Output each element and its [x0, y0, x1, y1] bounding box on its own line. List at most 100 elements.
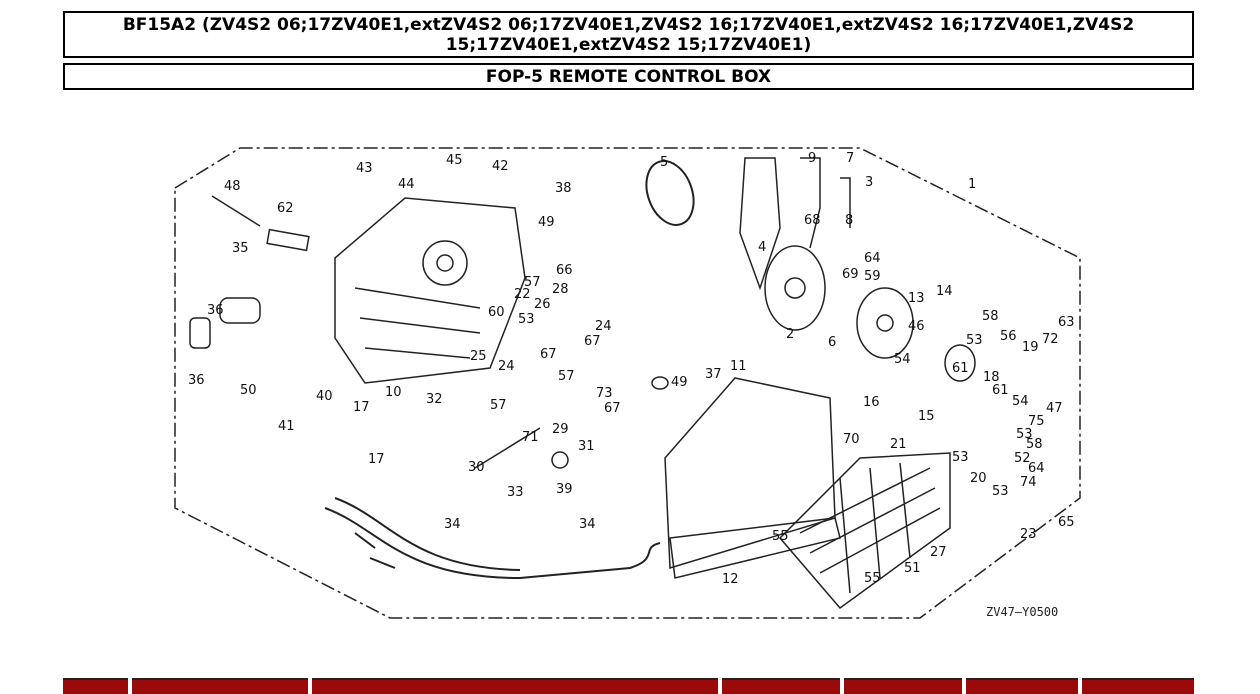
- callout: 57: [558, 369, 575, 384]
- callout: 63: [1058, 315, 1075, 330]
- callout: 14: [936, 284, 953, 299]
- callout: 34: [579, 517, 596, 532]
- callout: 4: [758, 240, 766, 255]
- callout: 9: [808, 151, 816, 166]
- callout: 23: [1020, 527, 1037, 542]
- callout: 62: [277, 201, 294, 216]
- callout: 49: [671, 375, 688, 390]
- callout: 37: [705, 367, 722, 382]
- callout: 1: [968, 177, 976, 192]
- callout: 28: [552, 282, 569, 297]
- callout: 39: [556, 482, 573, 497]
- callout: 25: [470, 349, 487, 364]
- callout: 49: [538, 215, 555, 230]
- table-header-cell: [1082, 678, 1194, 694]
- callout: 30: [468, 460, 485, 475]
- callout: 17: [368, 452, 385, 467]
- callout: 24: [498, 359, 515, 374]
- callout: 43: [356, 161, 373, 176]
- callout: 54: [1012, 394, 1029, 409]
- callout: 19: [1022, 340, 1039, 355]
- callout: 36: [188, 373, 205, 388]
- callout: 26: [534, 297, 551, 312]
- callout: 66: [556, 263, 573, 278]
- callout: 52: [1014, 451, 1031, 466]
- callout: 75: [1028, 414, 1045, 429]
- callout: 20: [970, 471, 987, 486]
- callout: 24: [595, 319, 612, 334]
- table-header-cell: [966, 678, 1078, 694]
- callout: 13: [908, 291, 925, 306]
- callout: 38: [555, 181, 572, 196]
- callout: 53: [966, 333, 983, 348]
- callout: 27: [930, 545, 947, 560]
- wire-harness-part: [324, 497, 661, 580]
- callout: 71: [522, 430, 539, 445]
- parts-diagram: 1 2 3 4 5 6 7 8 9 10 11 12 13 14 15 16 1…: [174, 147, 1081, 619]
- callout: 73: [596, 386, 613, 401]
- callout: 53: [518, 312, 535, 327]
- callout: 3: [865, 175, 873, 190]
- callout: 29: [552, 422, 569, 437]
- callout: 8: [845, 213, 853, 228]
- callout: 67: [604, 401, 621, 416]
- callout: 18: [983, 370, 1000, 385]
- callout: 31: [578, 439, 595, 454]
- table-header-cell: [722, 678, 840, 694]
- callout: 60: [488, 305, 505, 320]
- callout: 57: [490, 398, 507, 413]
- callout: 53: [952, 450, 969, 465]
- callout: 69: [842, 267, 859, 282]
- callout: 74: [1020, 475, 1037, 490]
- table-header-cell: [63, 678, 128, 694]
- callout: 36: [207, 303, 224, 318]
- callout: 72: [1042, 332, 1059, 347]
- table-header-cell: [132, 678, 308, 694]
- callout: 67: [540, 347, 557, 362]
- callout: 58: [982, 309, 999, 324]
- callout: 41: [278, 419, 295, 434]
- callout: 61: [992, 383, 1009, 398]
- callout: 2: [786, 327, 794, 342]
- callout: 21: [890, 437, 907, 452]
- lever-assembly-part: [739, 157, 914, 359]
- callout: 6: [828, 335, 836, 350]
- callout: 34: [444, 517, 461, 532]
- callout: 67: [584, 334, 601, 349]
- callout: 64: [1028, 461, 1045, 476]
- callout: 51: [904, 561, 921, 576]
- section-title: FOP-5 REMOTE CONTROL BOX: [63, 63, 1194, 90]
- callout: 55: [864, 571, 881, 586]
- callout: 59: [864, 269, 881, 284]
- left-housing-part: [334, 197, 526, 384]
- callout: 42: [492, 159, 509, 174]
- callout: 35: [232, 241, 249, 256]
- diagram-frame: [174, 147, 1081, 619]
- callout: 17: [353, 400, 370, 415]
- small-parts: [189, 195, 976, 469]
- callout: 45: [446, 153, 463, 168]
- ring-part: [645, 160, 695, 226]
- callout: 53: [992, 484, 1009, 499]
- callout: 68: [804, 213, 821, 228]
- callout: 12: [722, 572, 739, 587]
- callout: 61: [952, 361, 969, 376]
- cover-plate-part: [664, 377, 841, 579]
- table-header-cell: [312, 678, 718, 694]
- callout: 56: [1000, 329, 1017, 344]
- callout: 22: [514, 287, 531, 302]
- callout: 44: [398, 177, 415, 192]
- table-header-cell: [844, 678, 962, 694]
- model-title: BF15A2 (ZV4S2 06;17ZV40E1,extZV4S2 06;17…: [63, 11, 1194, 58]
- diagram-reference-code: ZV47—Y0500: [986, 605, 1059, 619]
- callout: 54: [894, 352, 911, 367]
- callout: 70: [843, 432, 860, 447]
- callout: 5: [660, 155, 668, 170]
- callout: 7: [846, 151, 854, 166]
- callout: 16: [863, 395, 880, 410]
- callout: 11: [730, 359, 747, 374]
- callout: 48: [224, 179, 241, 194]
- callout: 10: [385, 385, 402, 400]
- callout: 53: [1016, 427, 1033, 442]
- callout: 15: [918, 409, 935, 424]
